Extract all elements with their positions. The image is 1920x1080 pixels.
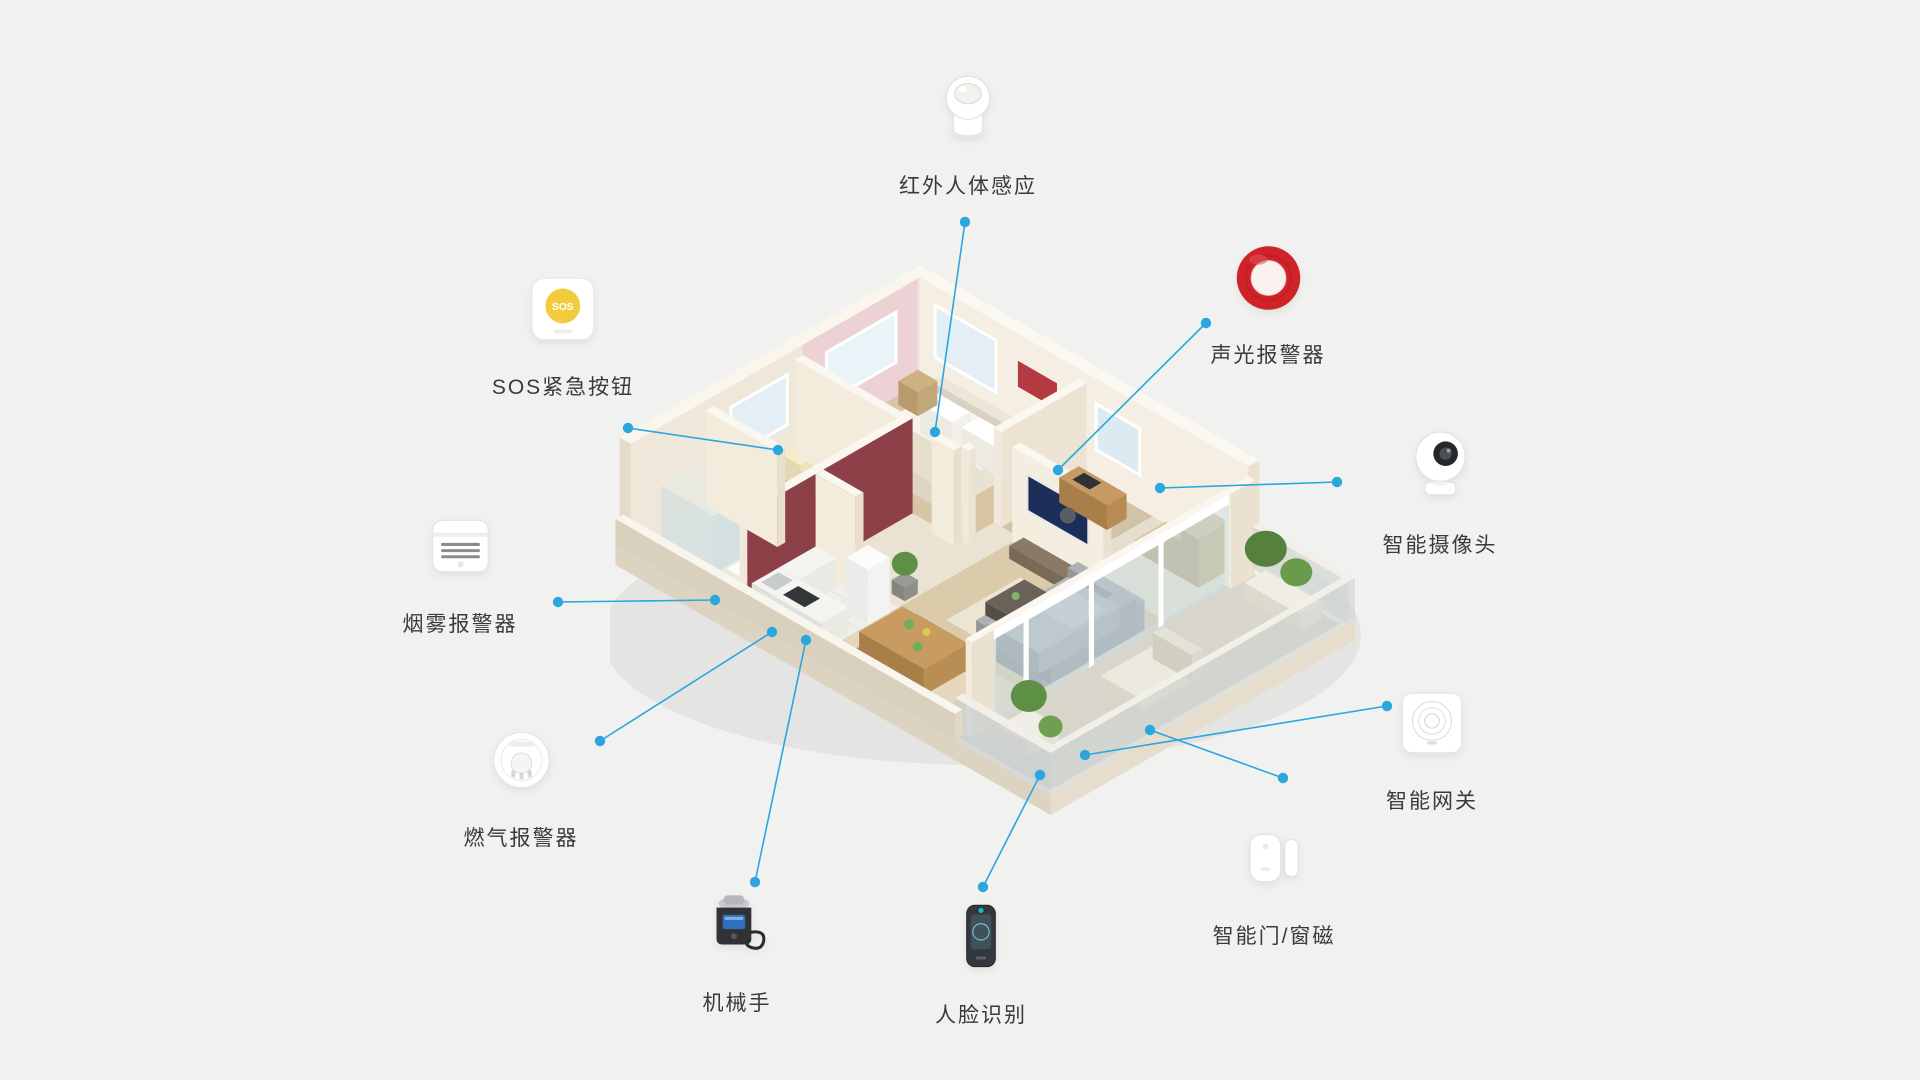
gateway-icon [1401, 692, 1463, 754]
camera-icon [1414, 431, 1466, 496]
device-label: 智能摄像头 [1382, 534, 1498, 557]
device-infrared-body-sensor: 红外人体感应 [899, 64, 1037, 200]
motion-sensor-icon [946, 75, 990, 138]
device-label: 人脸识别 [935, 1004, 1027, 1027]
device-face-recognition: 人脸识别 [935, 893, 1027, 1029]
device-label: 智能门/窗磁 [1212, 925, 1336, 948]
device-label: 机械手 [702, 992, 772, 1015]
device-label: SOS紧急按钮 [491, 376, 635, 399]
sos-icon-text: SOS [552, 302, 574, 313]
robot-hand-icon [716, 895, 766, 950]
device-robot-hand: 机械手 [693, 881, 781, 1017]
device-smart-gateway: 智能网关 [1386, 679, 1478, 815]
device-smoke-alarm: 烟雾报警器 [403, 502, 518, 638]
device-label: 红外人体感应 [899, 175, 1037, 198]
gas-alarm-icon [492, 731, 550, 789]
device-sos-button: SOS SOS紧急按钮 [492, 265, 634, 401]
device-gas-alarm: 燃气报警器 [464, 716, 579, 852]
device-sound-light-alarm: 声光报警器 [1211, 233, 1326, 369]
smoke-alarm-icon [431, 519, 489, 573]
face-recognition-icon [966, 904, 996, 968]
device-label: 燃气报警器 [463, 827, 579, 850]
door-sensor-icon [1249, 833, 1300, 883]
device-label: 声光报警器 [1210, 344, 1326, 367]
device-door-window-sensor: 智能门/窗磁 [1213, 814, 1336, 950]
device-smart-camera: 智能摄像头 [1383, 423, 1498, 559]
device-label: 烟雾报警器 [402, 613, 518, 636]
sos-button-icon: SOS [531, 277, 595, 341]
device-label: 智能网关 [1386, 790, 1478, 813]
siren-icon [1236, 246, 1300, 310]
